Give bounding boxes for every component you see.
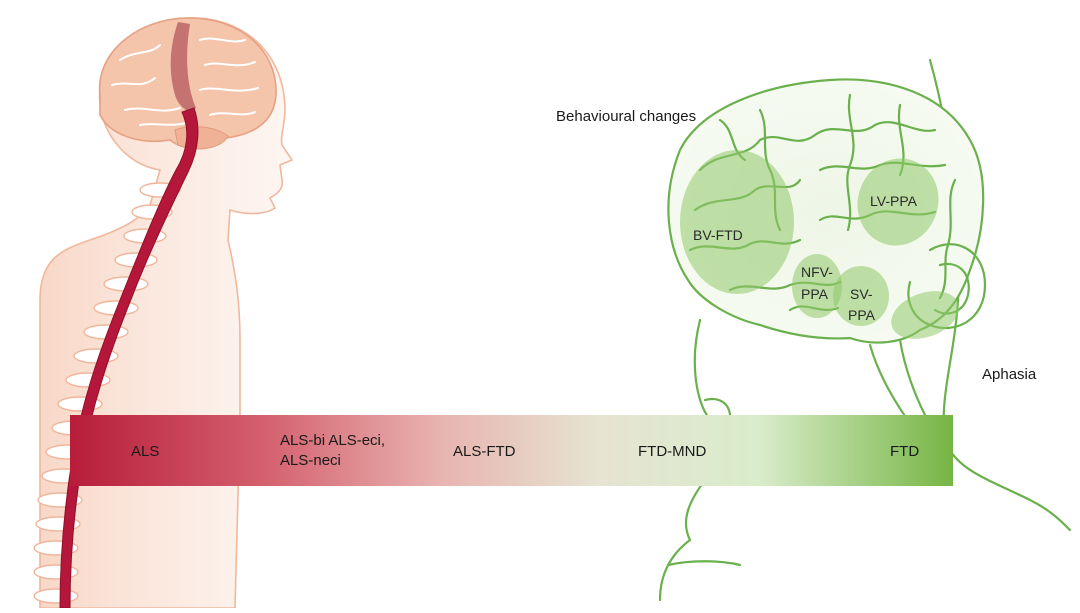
label-sv-line2: PPA: [848, 307, 875, 323]
brain-icon: [658, 58, 1072, 602]
region-lv-ppa: [857, 158, 939, 246]
label-nfv-line2: PPA: [801, 286, 828, 302]
label-behavioural-changes: Behavioural changes: [556, 108, 697, 125]
motor-cortex: [170, 22, 196, 112]
label-ftd: FTD: [890, 443, 920, 460]
brain-regions: [680, 150, 959, 339]
spectrum-bar: [70, 415, 953, 486]
human-body-icon: [33, 17, 294, 609]
region-temporal: [891, 291, 959, 339]
region-bv-ftd: [680, 150, 794, 294]
label-sv-line1: SV-: [850, 286, 873, 302]
body-brain-gyri: [111, 37, 259, 126]
label-aphasia: Aphasia: [982, 366, 1037, 383]
label-als-bi-line1: ALS-bi ALS-eci,: [280, 432, 386, 449]
label-nfv-line1: NFV-: [801, 264, 833, 280]
region-nfv-ppa: [792, 254, 842, 318]
label-bv-ftd: BV-FTD: [693, 227, 743, 243]
label-ftd-mnd: FTD-MND: [638, 443, 707, 460]
label-als-ftd: ALS-FTD: [453, 443, 516, 460]
label-lv-ppa: LV-PPA: [870, 193, 917, 209]
label-als-bi-line2: ALS-neci: [280, 452, 341, 469]
region-sv-ppa: [833, 266, 889, 326]
label-als: ALS: [131, 443, 160, 460]
